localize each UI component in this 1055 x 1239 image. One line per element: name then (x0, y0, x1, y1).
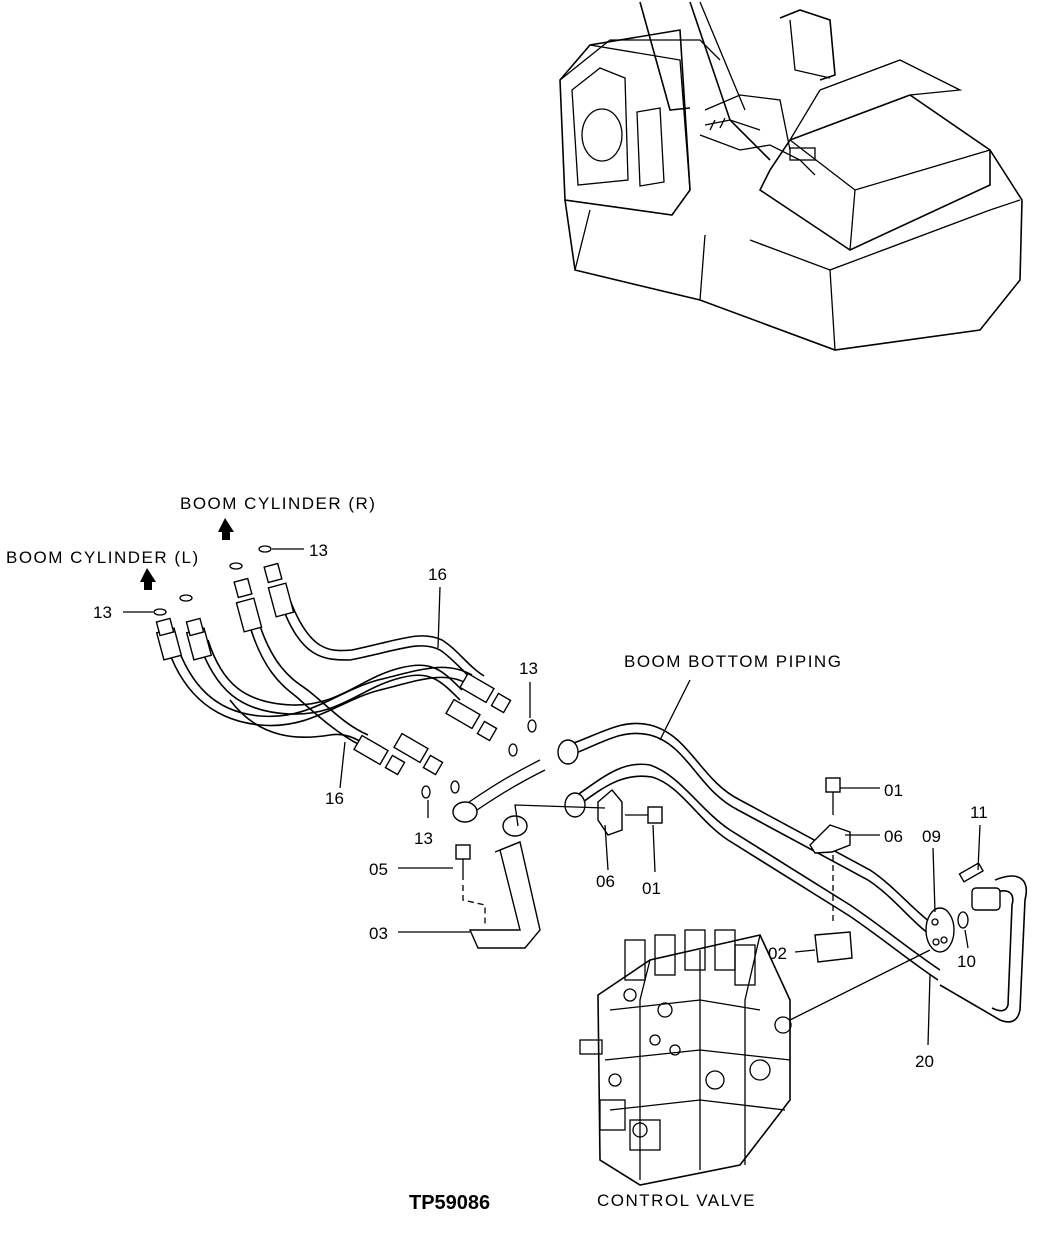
callout-16-top: 16 (428, 565, 447, 584)
clamp-assembly (455, 777, 853, 963)
bolt-icon (825, 777, 841, 793)
callout-16-low: 16 (325, 789, 344, 808)
callout-03: 03 (369, 924, 388, 943)
label-boom-bottom-piping: BOOM BOTTOM PIPING (624, 652, 842, 671)
callout-09: 09 (922, 827, 941, 846)
bolt-icon (958, 862, 984, 883)
boom-bottom-piping (452, 722, 1027, 1023)
callout-11: 11 (970, 803, 988, 822)
control-valve-illustration (579, 929, 792, 1186)
hose-fitting (445, 672, 512, 742)
bolt-icon (455, 844, 471, 860)
callout-06-low: 06 (596, 872, 615, 891)
bolt-icon (647, 806, 663, 824)
callout-20: 20 (915, 1052, 934, 1071)
callout-13-mid: 13 (519, 659, 538, 678)
excavator-overview-illustration (559, 1, 1023, 351)
o-ring (153, 545, 537, 799)
callout-01-low: 01 (642, 879, 661, 898)
hose-fitting (155, 617, 213, 661)
callout-05: 05 (369, 860, 388, 879)
callout-13-top: 13 (309, 541, 328, 560)
arrow-up-icon (218, 518, 234, 540)
callout-13-left: 13 (93, 603, 112, 622)
hose-fitting (233, 562, 295, 633)
callout-06-right: 06 (884, 827, 903, 846)
callout-01-top: 01 (884, 781, 903, 800)
leader-lines (123, 548, 981, 1046)
hose-assembly (140, 518, 537, 799)
label-boom-cylinder-r: BOOM CYLINDER (R) (180, 494, 376, 513)
label-boom-cylinder-l: BOOM CYLINDER (L) (6, 548, 200, 567)
callout-02: 02 (768, 944, 787, 963)
diagram-code: TP59086 (409, 1192, 490, 1214)
hose-fitting (353, 732, 444, 776)
label-control-valve: CONTROL VALVE (597, 1191, 756, 1210)
callout-10: 10 (957, 952, 976, 971)
callout-13-low: 13 (414, 829, 433, 848)
arrow-up-icon (140, 568, 156, 590)
